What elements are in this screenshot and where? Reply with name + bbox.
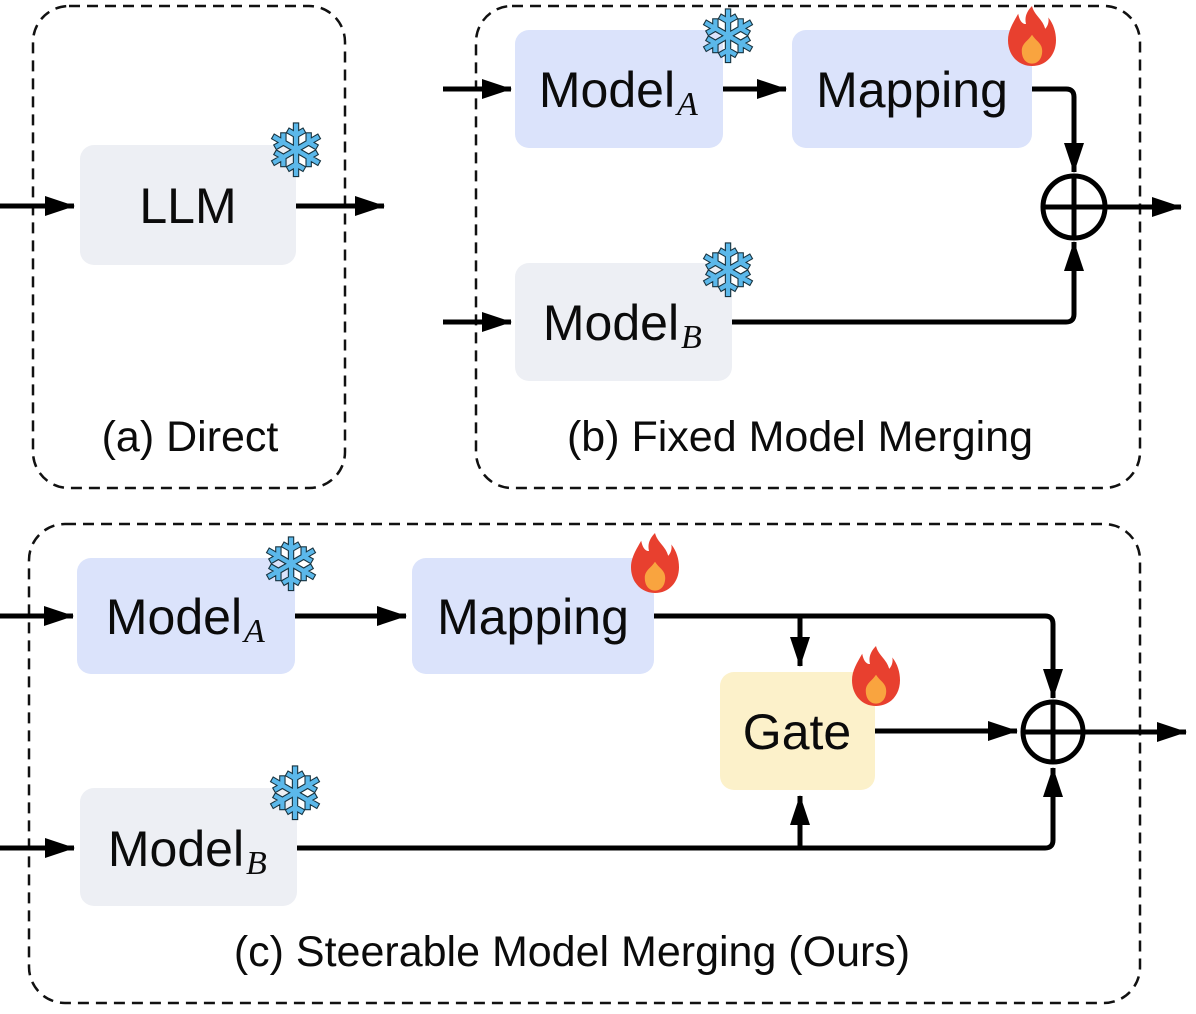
model-a-subscript: A	[242, 613, 265, 650]
fire-icon	[631, 533, 679, 593]
snowflake-icon: ❄	[261, 523, 321, 607]
merge-add-cross	[1023, 702, 1083, 762]
gate-box	[720, 672, 875, 790]
wire-mapping-to-merge	[654, 613, 1063, 699]
fire-inner-flame	[865, 674, 887, 704]
gate-label: Gate	[743, 704, 851, 760]
model-a-label: Model	[539, 62, 675, 118]
panel-fixed-caption: (b) Fixed Model Merging	[567, 413, 1033, 461]
panel-fixed-border	[474, 4, 1142, 490]
wire-model-b-to-merge	[297, 767, 1063, 851]
model-b-box	[80, 788, 297, 906]
llm-box	[80, 145, 296, 265]
mapping-label: Mapping	[816, 62, 1008, 118]
fire-inner-flame	[644, 561, 666, 591]
snowflake-icon: ❄	[266, 109, 326, 193]
llm-label: LLM	[139, 178, 236, 234]
panel-direct-border	[31, 4, 347, 490]
model-b-label: Model	[543, 295, 679, 351]
snowflake-icon: ❄	[698, 0, 758, 79]
wire-mapping-to-merge	[1032, 86, 1084, 173]
merge-add-cross	[1043, 176, 1105, 238]
mapping-box	[412, 558, 654, 674]
model-a-label: Model	[106, 589, 242, 645]
mapping-box	[792, 30, 1032, 148]
fire-inner-flame	[1021, 34, 1043, 64]
panel-fixed-merging: Model A Mapping Model B ❄ ❄ (b) Fixed Mo…	[443, 0, 1182, 490]
panel-steerable-caption: (c) Steerable Model Merging (Ours)	[234, 928, 910, 976]
model-b-subscript: B	[681, 319, 702, 356]
panel-direct: LLM ❄ (a) Direct	[0, 4, 385, 490]
fire-icon	[1008, 6, 1056, 66]
model-a-subscript: A	[675, 86, 698, 123]
snowflake-icon: ❄	[265, 752, 325, 836]
wire-model-b-to-merge	[732, 241, 1084, 325]
panel-steerable-merging: Model A Mapping Gate Model B ❄ ❄ (c) Ste…	[0, 522, 1187, 1005]
panel-direct-caption: (a) Direct	[102, 413, 279, 461]
model-a-box	[515, 30, 723, 148]
model-b-subscript: B	[246, 845, 267, 882]
model-a-box	[77, 558, 295, 674]
model-b-box	[515, 263, 732, 381]
snowflake-icon: ❄	[698, 229, 758, 313]
model-b-label: Model	[108, 821, 244, 877]
fire-icon	[852, 646, 900, 706]
mapping-label: Mapping	[437, 589, 629, 645]
panel-steerable-border	[27, 522, 1142, 1005]
